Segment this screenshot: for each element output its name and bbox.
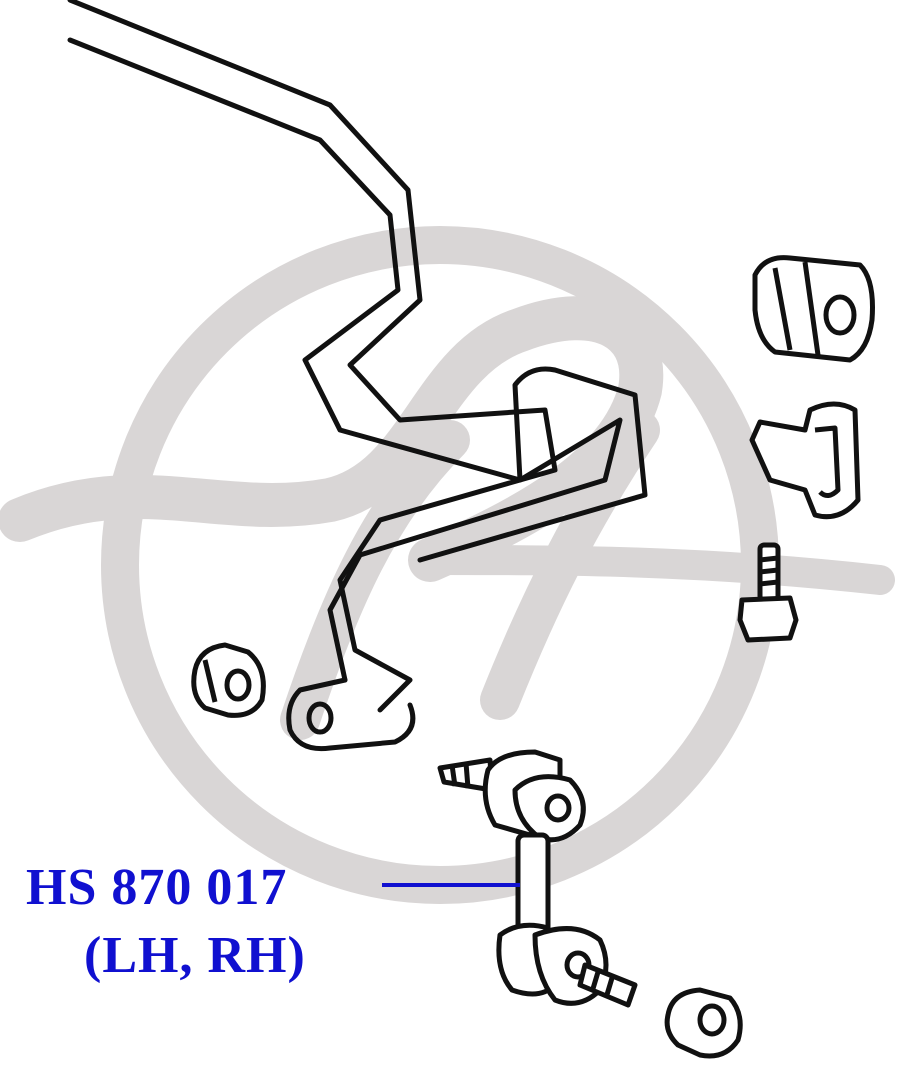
bushing-bracket: [749, 401, 861, 520]
bolt: [737, 542, 799, 643]
nut: [664, 987, 743, 1059]
stabilizer-bar: [67, 0, 648, 752]
bushing-left: [191, 642, 266, 718]
bushing-right: [752, 255, 875, 363]
part-number-label: HS 870 017: [26, 859, 288, 916]
part-side-label: (LH, RH): [84, 927, 306, 984]
brand-logo-watermark: [0, 226, 895, 904]
stabilizer-link: [437, 749, 638, 1008]
